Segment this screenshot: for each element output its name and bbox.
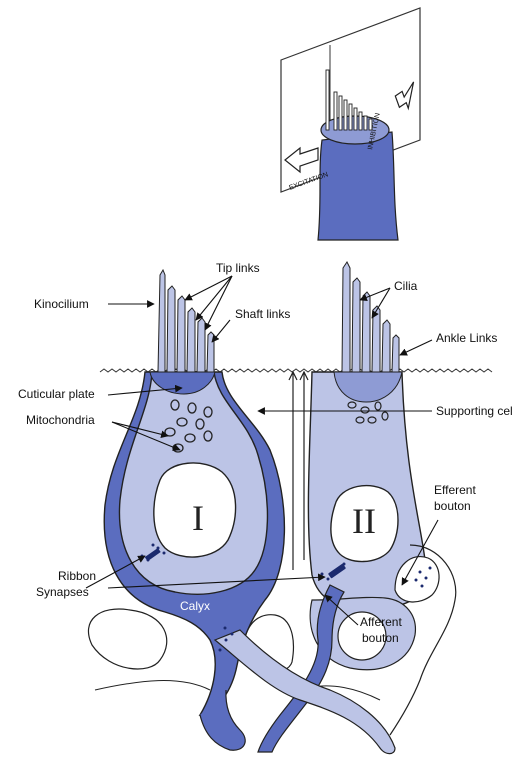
calyx-label: Calyx <box>180 599 210 613</box>
cilia-label: Cilia <box>394 279 418 293</box>
supporting-cell-label: Supporting cel <box>436 404 513 418</box>
type-two-stereocilia <box>342 262 399 372</box>
ribbon-label-line1: Ribbon <box>58 569 96 583</box>
type-one-label: I <box>192 498 204 538</box>
inset-cell-body <box>318 132 398 240</box>
type-two-label: II <box>352 501 376 541</box>
mitochondria-label: Mitochondria <box>26 413 95 427</box>
tip-links-label: Tip links <box>216 261 260 275</box>
ankle-links-label: Ankle Links <box>436 331 497 345</box>
efferent-label-line2: bouton <box>434 499 471 513</box>
kinocilium-label: Kinocilium <box>34 297 89 311</box>
cuticular-plate-label: Cuticular plate <box>18 387 95 401</box>
afferent-label-line1: Afferent <box>360 615 402 629</box>
shaft-links-label: Shaft links <box>235 307 290 321</box>
type-one-stereocilia <box>158 270 214 372</box>
efferent-label-line1: Efferent <box>434 483 476 497</box>
calyx-fiber <box>200 690 245 750</box>
ribbon-label-line2: Synapses <box>36 585 89 599</box>
inset-hair-bundle: EXCITATION INHIBITION <box>281 8 421 240</box>
afferent-label-line2: bouton <box>362 631 399 645</box>
